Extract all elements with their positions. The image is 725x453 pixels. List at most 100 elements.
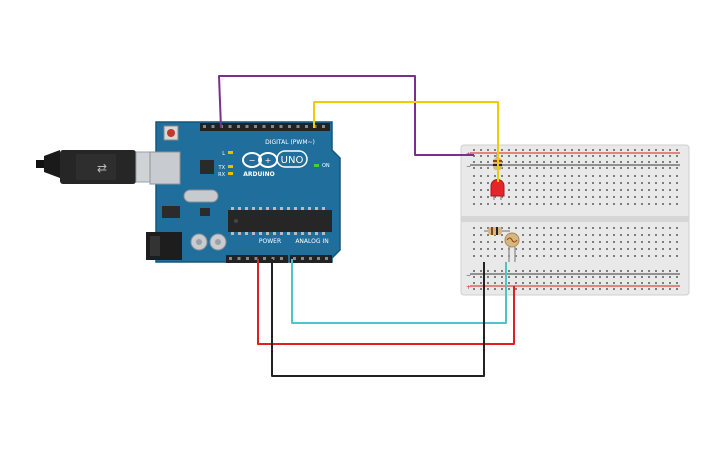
header-pin (237, 257, 241, 260)
breadboard-hole (487, 234, 489, 236)
breadboard-hole (585, 241, 587, 243)
breadboard-hole (571, 161, 573, 163)
breadboard-hole (571, 149, 573, 151)
breadboard-hole (473, 161, 475, 163)
breadboard-hole (508, 196, 510, 198)
breadboard-hole (599, 167, 601, 169)
breadboard-hole (634, 234, 636, 236)
breadboard-hole (543, 270, 545, 272)
breadboard-hole (655, 161, 657, 163)
breadboard-hole (613, 175, 615, 177)
wire-yellow[interactable] (313, 101, 499, 182)
breadboard-hole (473, 288, 475, 290)
breadboard-hole (627, 255, 629, 257)
breadboard-hole (634, 248, 636, 250)
breadboard-hole (641, 175, 643, 177)
breadboard-hole (557, 175, 559, 177)
breadboard-hole (564, 227, 566, 229)
breadboard-hole (676, 161, 678, 163)
breadboard-hole (606, 270, 608, 272)
breadboard-hole (515, 282, 517, 284)
breadboard-hole (529, 175, 531, 177)
header-pin (322, 125, 325, 128)
breadboard-hole (648, 203, 650, 205)
chip-pin (322, 232, 325, 235)
breadboard-hole (536, 203, 538, 205)
breadboard-hole (585, 203, 587, 205)
chip-pin (273, 232, 276, 235)
breadboard-hole (676, 234, 678, 236)
breadboard-hole (592, 241, 594, 243)
breadboard-hole (473, 196, 475, 198)
breadboard-hole (550, 196, 552, 198)
breadboard-hole (634, 282, 636, 284)
breadboard-hole (487, 288, 489, 290)
breadboard-hole (655, 175, 657, 177)
breadboard-hole (501, 175, 503, 177)
breadboard-hole (529, 189, 531, 191)
breadboard-hole (634, 149, 636, 151)
breadboard-hole (599, 276, 601, 278)
wire-cyan[interactable] (291, 259, 507, 324)
breadboard-hole (578, 175, 580, 177)
breadboard-hole (508, 189, 510, 191)
breadboard-hole (627, 241, 629, 243)
breadboard-hole (592, 167, 594, 169)
breadboard-hole (669, 255, 671, 257)
breadboard-hole (585, 234, 587, 236)
breadboard-hole (655, 149, 657, 151)
breadboard-hole (578, 241, 580, 243)
breadboard-hole (627, 167, 629, 169)
breadboard-hole (648, 175, 650, 177)
breadboard-hole (578, 282, 580, 284)
wire-black[interactable] (271, 259, 485, 377)
breadboard-hole (536, 161, 538, 163)
breadboard-hole (557, 276, 559, 278)
breadboard-hole (480, 255, 482, 257)
breadboard-hole (599, 175, 601, 177)
breadboard-hole (536, 276, 538, 278)
breadboard-hole (473, 167, 475, 169)
breadboard-hole (550, 234, 552, 236)
breadboard-hole (473, 234, 475, 236)
breadboard-hole (494, 248, 496, 250)
breadboard-hole (529, 167, 531, 169)
breadboard-hole (578, 189, 580, 191)
breadboard-hole (536, 167, 538, 169)
chip-pin (294, 232, 297, 235)
breadboard-hole (564, 276, 566, 278)
breadboard-hole (613, 288, 615, 290)
header-pin (271, 257, 275, 260)
header-pin (279, 125, 283, 128)
breadboard-hole (536, 288, 538, 290)
breadboard-hole (627, 276, 629, 278)
wire-red[interactable] (257, 259, 515, 345)
breadboard-hole (669, 203, 671, 205)
breadboard-hole (655, 282, 657, 284)
breadboard-hole (501, 270, 503, 272)
breadboard-hole (634, 175, 636, 177)
breadboard-hole (676, 276, 678, 278)
breadboard-hole (508, 288, 510, 290)
breadboard-hole (599, 282, 601, 284)
breadboard-hole (543, 189, 545, 191)
breadboard-hole (550, 161, 552, 163)
chip-pin (245, 207, 248, 210)
breadboard-hole (473, 241, 475, 243)
breadboard-hole (676, 196, 678, 198)
breadboard-hole (515, 167, 517, 169)
breadboard-hole (648, 241, 650, 243)
breadboard-hole (515, 255, 517, 257)
breadboard-hole (669, 288, 671, 290)
header-pin (263, 257, 266, 260)
breadboard-hole (606, 282, 608, 284)
breadboard-hole (592, 227, 594, 229)
breadboard-hole (501, 167, 503, 169)
arduino-logo: − + (242, 152, 278, 168)
breadboard-hole (641, 203, 643, 205)
breadboard-hole (676, 288, 678, 290)
breadboard-hole (592, 149, 594, 151)
wire-purple[interactable] (218, 75, 474, 156)
breadboard-hole (487, 149, 489, 151)
